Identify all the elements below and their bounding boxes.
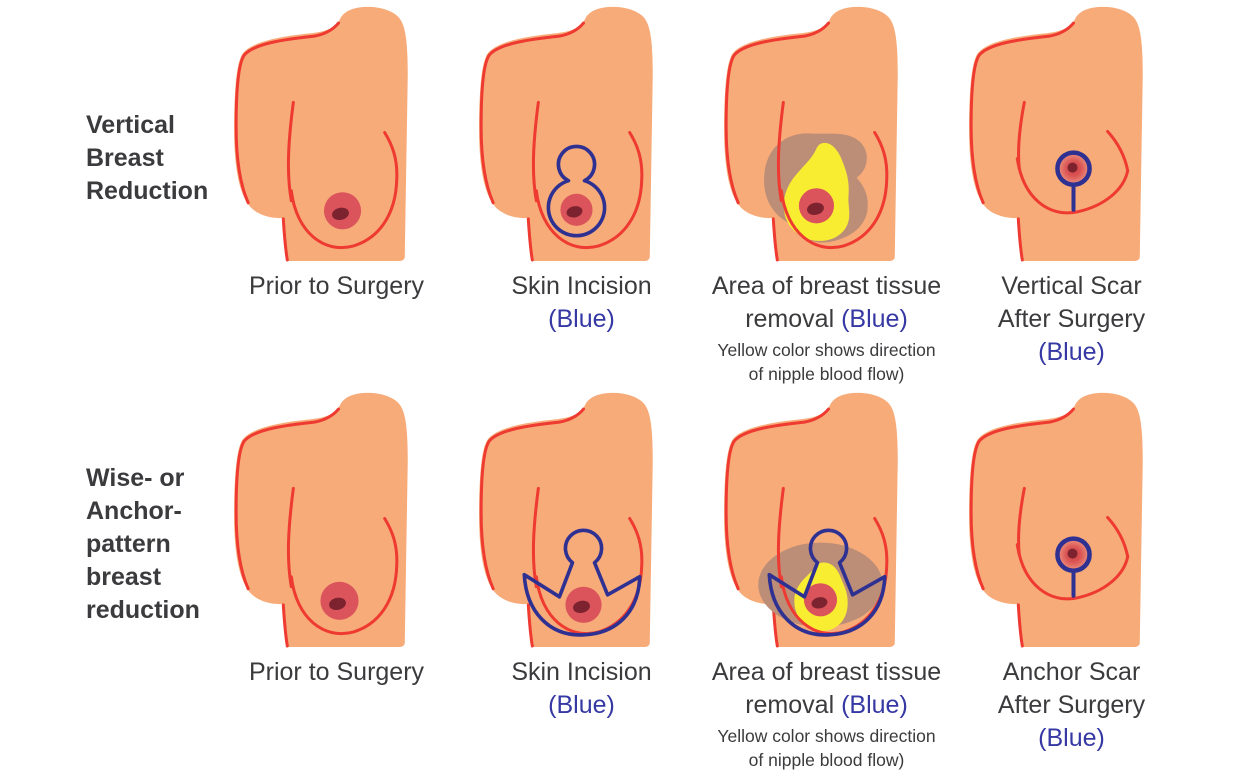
caption-blue-label: (Blue) — [548, 305, 615, 333]
row-anchor-pattern-breast-reduction: Wise- or Anchor- pattern breast reductio… — [0, 386, 1244, 772]
illustration-prior-to-surgery — [226, 386, 447, 654]
figure-caption: Skin Incision (Blue) — [511, 658, 652, 720]
figure-caption: Anchor Scar After Surgery (Blue) — [997, 658, 1146, 753]
illustration-tissue-removal-vertical — [716, 0, 937, 268]
illustration-anchor-scar — [961, 386, 1182, 654]
illustration-vertical-scar — [961, 0, 1182, 268]
figure-cell-tissue-removal: Area of breast tissue removal (Blue) Yel… — [704, 386, 949, 772]
figure-cell-skin-incision: Skin Incision (Blue) — [459, 0, 704, 386]
figure-cell-prior-to-surgery: Prior to Surgery — [214, 386, 459, 772]
caption-blue-label: (Blue) — [548, 691, 615, 720]
caption-blue-label: (Blue) — [841, 691, 908, 720]
illustration-tissue-removal-anchor — [716, 386, 937, 654]
anchor-incision-line — [522, 528, 642, 638]
row-vertical-breast-reduction: Vertical Breast Reduction Prior to Surge… — [0, 0, 1244, 386]
anchor-incision-line — [767, 528, 887, 638]
figure-caption: Prior to Surgery — [248, 272, 425, 300]
figure-caption: Prior to Surgery — [248, 658, 425, 687]
figure-cell-skin-incision: Skin Incision (Blue) — [459, 386, 704, 772]
illustration-prior-to-surgery — [226, 0, 447, 268]
figure-caption: Area of breast tissue removal (Blue) — [711, 272, 942, 333]
figure-caption: Skin Incision (Blue) — [511, 272, 652, 333]
caption-note: Yellow color shows direction of nipple b… — [717, 726, 936, 771]
illustration-skin-incision-vertical — [471, 0, 692, 268]
caption-blue-label: (Blue) — [841, 305, 908, 333]
figure-caption: Area of breast tissue removal (Blue) — [711, 658, 942, 720]
figure-caption: Vertical Scar After Surgery (Blue) — [997, 272, 1146, 366]
keyhole-incision-line — [546, 144, 607, 238]
figure-cell-vertical-scar: Vertical Scar After Surgery (Blue) — [949, 0, 1194, 386]
illustration-skin-incision-anchor — [471, 386, 692, 654]
caption-blue-label: (Blue) — [1038, 724, 1105, 753]
figure-cell-prior-to-surgery: Prior to Surgery — [214, 0, 459, 386]
figure-cell-tissue-removal: Area of breast tissue removal (Blue) Yel… — [704, 0, 949, 386]
row-label-vertical: Vertical Breast Reduction — [86, 110, 209, 205]
caption-blue-label: (Blue) — [1038, 338, 1105, 366]
figure-cell-anchor-scar: Anchor Scar After Surgery (Blue) — [949, 386, 1194, 772]
caption-note: Yellow color shows direction of nipple b… — [717, 340, 936, 385]
row-label-anchor: Wise- or Anchor- pattern breast reductio… — [86, 463, 200, 624]
